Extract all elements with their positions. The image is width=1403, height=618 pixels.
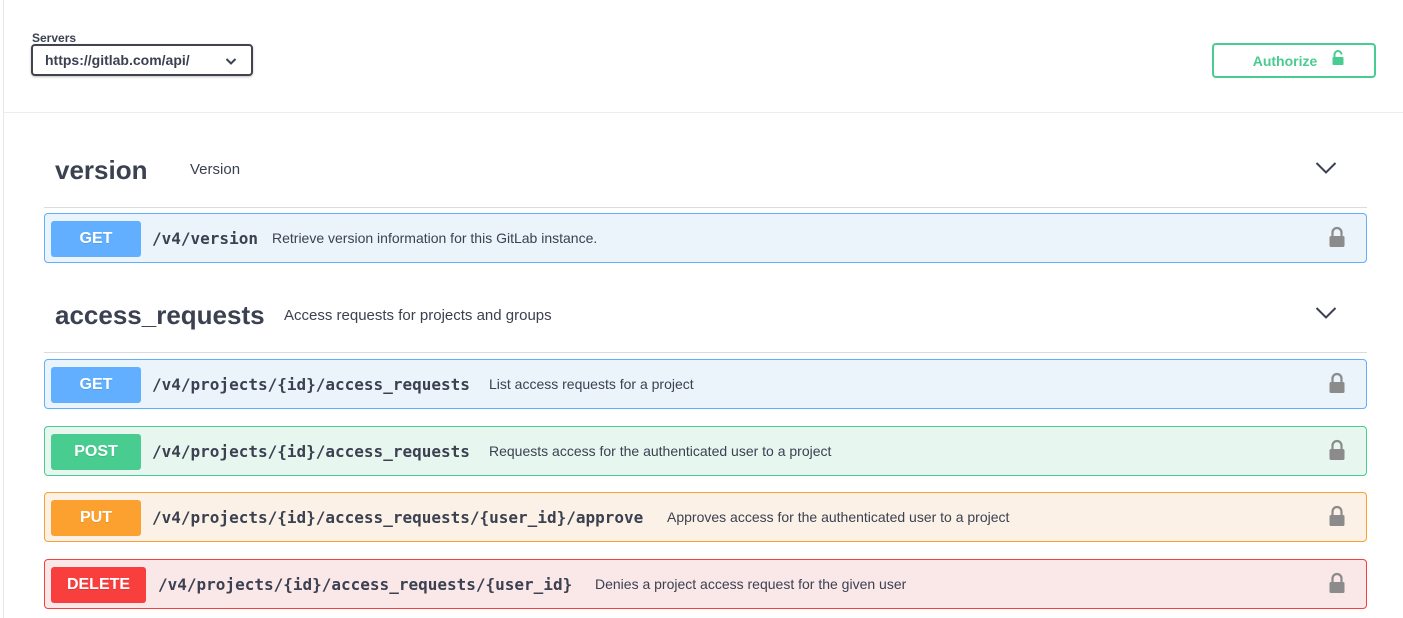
servers-bar: Servers https://gitlab.com/api/ Authoriz… (4, 0, 1403, 113)
method-badge: GET (51, 221, 141, 257)
servers-select-value: https://gitlab.com/api/ (45, 52, 190, 68)
page-left-border (3, 0, 4, 618)
lock-icon[interactable] (1328, 572, 1346, 594)
operation-path: /v4/projects/{id}/access_requests/{user_… (152, 508, 644, 527)
operation-path: /v4/projects/{id}/access_requests (152, 442, 470, 461)
chevron-down-icon[interactable] (1315, 306, 1337, 320)
operation-summary: Denies a project access request for the … (595, 576, 907, 592)
tag-description: Access requests for projects and groups (284, 307, 552, 324)
operation-summary: Approves access for the authenticated us… (667, 509, 1010, 525)
method-badge: GET (51, 367, 141, 403)
operation-summary: List access requests for a project (489, 376, 694, 392)
method-badge: DELETE (51, 567, 146, 603)
tag-name: version (55, 155, 148, 185)
tag-section-access-requests[interactable]: access_requests Access requests for proj… (44, 298, 1367, 353)
operation-post-access-requests[interactable]: POST /v4/projects/{id}/access_requests R… (44, 426, 1367, 476)
operation-summary: Retrieve version information for this Gi… (272, 230, 598, 246)
lock-icon[interactable] (1328, 505, 1346, 527)
operation-path: /v4/projects/{id}/access_requests (152, 375, 470, 394)
lock-icon[interactable] (1328, 226, 1346, 248)
tag-description: Version (190, 161, 241, 178)
lock-icon[interactable] (1328, 439, 1346, 461)
chevron-down-icon (225, 58, 237, 65)
method-badge: PUT (51, 500, 141, 536)
unlocked-icon (1332, 49, 1344, 65)
authorize-button[interactable]: Authorize (1212, 43, 1376, 78)
operation-path: /v4/version (152, 229, 258, 248)
operation-get-version[interactable]: GET /v4/version Retrieve version informa… (44, 213, 1367, 263)
operation-put-approve-access-request[interactable]: PUT /v4/projects/{id}/access_requests/{u… (44, 492, 1367, 542)
tag-name: access_requests (55, 300, 265, 330)
tag-section-version[interactable]: version Version (44, 153, 1367, 208)
operation-get-access-requests[interactable]: GET /v4/projects/{id}/access_requests Li… (44, 359, 1367, 409)
servers-select[interactable]: https://gitlab.com/api/ (31, 44, 253, 76)
authorize-label: Authorize (1252, 52, 1318, 69)
servers-label: Servers (32, 31, 77, 45)
operation-delete-access-request[interactable]: DELETE /v4/projects/{id}/access_requests… (44, 559, 1367, 609)
chevron-down-icon[interactable] (1315, 161, 1337, 175)
operation-path: /v4/projects/{id}/access_requests/{user_… (158, 575, 573, 594)
operation-summary: Requests access for the authenticated us… (489, 443, 832, 459)
method-badge: POST (51, 434, 141, 470)
lock-icon[interactable] (1328, 372, 1346, 394)
